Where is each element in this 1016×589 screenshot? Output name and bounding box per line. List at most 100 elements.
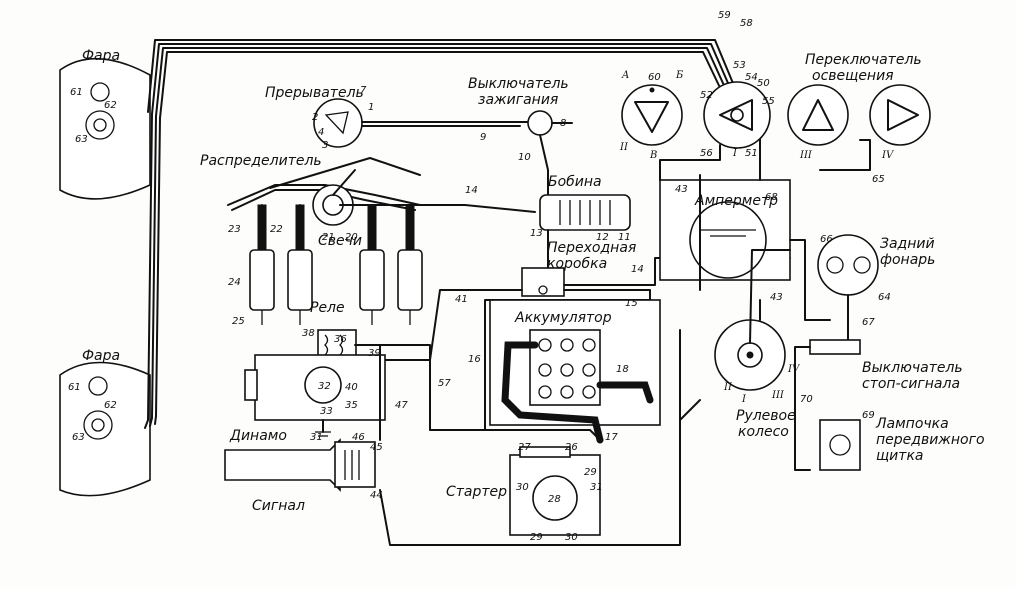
label-rear-lamp-1: Задний: [880, 236, 935, 252]
num-14-top: 14: [465, 185, 478, 196]
switch-letter-A: A: [621, 70, 629, 81]
num-35: 35: [345, 400, 358, 411]
label-stop-switch-1: Выключатель: [862, 360, 963, 376]
num-40: 40: [345, 382, 358, 393]
horn: [224, 344, 381, 492]
num-38: 38: [302, 328, 315, 339]
wheel-roman-I: I: [741, 394, 747, 405]
num-18: 18: [616, 364, 629, 375]
switch-pos-main: [703, 81, 771, 149]
starter: [379, 359, 701, 546]
num-61-bottom: 61: [68, 382, 81, 393]
num-31: 31: [310, 432, 323, 443]
headlamp-top: [59, 57, 151, 200]
num-1: 1: [368, 102, 374, 113]
num-8: 8: [560, 118, 566, 129]
num-15: 15: [625, 298, 638, 309]
num-58: 58: [740, 18, 753, 29]
distributor: [227, 157, 536, 226]
num-52: 52: [700, 90, 713, 101]
switch-pos-IV: [869, 84, 931, 146]
num-39: 39: [368, 348, 381, 359]
num-4: 4: [318, 127, 324, 138]
num-50: 50: [757, 78, 770, 89]
num-22: 22: [270, 224, 283, 235]
dynamo: [244, 354, 386, 437]
num-45: 45: [370, 442, 383, 453]
ammeter: [659, 129, 831, 321]
headlamp-bottom: [59, 361, 151, 497]
num-57: 57: [438, 378, 451, 389]
num-21: 21: [322, 232, 335, 243]
num-32: 32: [318, 381, 331, 392]
num-46: 46: [352, 432, 365, 443]
label-relay: Реле: [310, 300, 345, 316]
label-breaker: Прерыватель: [265, 85, 364, 101]
label-headlamp-top: Фара: [82, 48, 120, 64]
ignition-switch: [527, 110, 573, 201]
num-16: 16: [468, 354, 481, 365]
num-54: 54: [745, 72, 758, 83]
wheel-roman-IV: IV: [787, 364, 801, 375]
num-17: 17: [605, 432, 618, 443]
num-23: 23: [228, 224, 241, 235]
num-29-top: 29: [584, 467, 597, 478]
junction-box: [349, 257, 791, 441]
num-65: 65: [872, 174, 885, 185]
label-ammeter: Амперметр: [694, 193, 778, 209]
wire-65: [819, 139, 871, 171]
instrument-lamp: [819, 419, 861, 471]
wheel-roman-II: II: [723, 382, 733, 393]
num-47: 47: [395, 400, 408, 411]
num-59: 59: [718, 10, 731, 21]
num-2: 2: [312, 112, 318, 123]
label-horn: Сигнал: [252, 498, 305, 514]
num-29-bottom: 29: [530, 532, 543, 543]
num-69: 69: [862, 410, 875, 421]
label-ignition-switch-1: Выключатель: [468, 76, 569, 92]
steering-wheel: [714, 249, 791, 391]
num-25: 25: [232, 316, 245, 327]
num-36: 36: [334, 334, 347, 345]
stop-light-switch: [794, 339, 861, 471]
num-62-top: 62: [104, 100, 117, 111]
label-stop-switch-2: стоп-сигнала: [862, 376, 960, 392]
label-lamp-1: Лампочка: [875, 416, 949, 432]
num-53: 53: [733, 60, 746, 71]
switch-roman-IV: IV: [881, 150, 895, 161]
num-66: 66: [820, 234, 833, 245]
num-55: 55: [762, 96, 775, 107]
num-44: 44: [370, 490, 383, 501]
switch-letter-V: В: [649, 150, 657, 161]
num-31-starter: 31: [590, 482, 603, 493]
label-junction-box-1: Переходная: [547, 240, 636, 256]
switch-pos-III: [787, 84, 849, 146]
num-51: 51: [745, 148, 758, 159]
label-starter: Стартер: [446, 484, 507, 500]
num-43-mid: 43: [770, 292, 783, 303]
num-70: 70: [800, 394, 813, 405]
num-10: 10: [518, 152, 531, 163]
wheel-roman-III: III: [771, 390, 785, 401]
num-3: 3: [322, 140, 328, 151]
num-68: 68: [765, 192, 778, 203]
num-33: 33: [320, 406, 333, 417]
num-62-bottom: 62: [104, 400, 117, 411]
num-12: 12: [596, 232, 609, 243]
num-13: 13: [530, 228, 543, 239]
label-coil: Бобина: [548, 174, 602, 190]
switch-roman-III: III: [799, 150, 813, 161]
num-11: 11: [618, 232, 631, 243]
num-61-top: 61: [70, 87, 83, 98]
num-64: 64: [878, 292, 891, 303]
num-24: 24: [228, 277, 241, 288]
label-headlamp-bottom: Фара: [82, 348, 120, 364]
num-9: 9: [480, 132, 486, 143]
num-67: 67: [862, 317, 875, 328]
num-63-top: 63: [75, 134, 88, 145]
label-battery: Аккумулятор: [514, 310, 612, 326]
num-63-bottom: 63: [72, 432, 85, 443]
label-light-switch-2: освещения: [812, 68, 894, 84]
label-rear-lamp-2: фонарь: [880, 252, 935, 268]
